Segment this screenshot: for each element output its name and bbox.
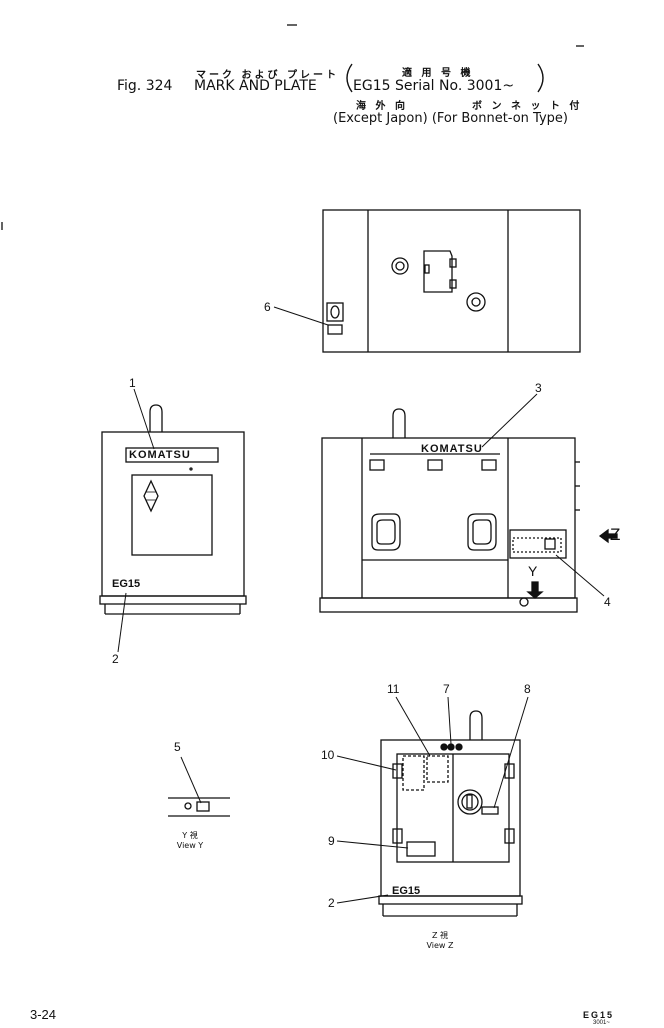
brand-plate-front: KOMATSU [129,449,191,461]
callout-2: 2 [112,652,119,666]
leader-7 [447,696,452,745]
callout-4: 4 [604,595,611,609]
header-bracket-right [537,63,544,93]
leader-2-view-z [336,894,389,904]
callout-7: 7 [443,682,450,696]
leader-4 [555,554,605,597]
leader-3 [481,393,538,448]
arrow-y-label: Y [528,563,538,579]
serial-label: EG15 Serial No. 3001~ [353,78,515,94]
view-y-caption: Y 視 View Y [168,831,212,851]
view-z-jp: Z 視 [431,931,449,940]
header-jp-bonnet: ボ ン ネ ッ ト 付 [472,101,583,112]
leader-5 [180,756,202,804]
leader-8 [493,696,529,809]
view-y-jp: Y 視 [182,831,198,840]
header-jp-serial: 適 用 号 機 [402,68,474,79]
callout-5: 5 [174,740,181,754]
page-number: 3-24 [30,1007,57,1022]
view-y [168,756,230,817]
footer-model: EG15 [583,1010,615,1020]
view-z-en: View Z [426,941,454,950]
view-y-en: View Y [176,841,204,850]
header-jp-title: マーク および プレート [196,70,339,81]
leader-1 [133,388,155,450]
footer-serial: 3001~ [593,1020,610,1026]
side-view [319,393,618,613]
arrow-z-label: Z [610,525,621,544]
arrow-z-icon [598,528,618,544]
arrow-y-icon [526,581,544,599]
leader-11 [395,696,431,757]
header-jp-type: 海 外 向 [356,101,408,112]
figure-title: MARK AND PLATE [194,78,317,94]
leader-2 [117,592,127,653]
leader-6 [273,306,329,326]
callout-6: 6 [264,300,271,314]
front-view [99,388,247,653]
callout-3: 3 [535,381,542,395]
callout-8: 8 [524,682,531,696]
model-mark-view-z: EG15 [392,885,421,897]
view-z-caption: Z 視 View Z [418,931,462,951]
brand-plate-side: KOMATSU [421,443,483,455]
callout-11: 11 [387,682,400,696]
figure-label: Fig. 324 [117,78,173,94]
top-view [273,209,581,353]
callout-2-view-z: 2 [328,896,335,910]
leader-9 [336,840,409,849]
callout-9: 9 [328,834,335,848]
model-mark-front: EG15 [112,578,141,590]
header-bracket-left [346,63,353,93]
leader-10 [336,755,397,771]
type-label: (Except Japon) (For Bonnet-on Type) [333,111,568,126]
callout-1: 1 [129,376,136,390]
callout-10: 10 [321,748,335,762]
view-z [336,696,529,917]
